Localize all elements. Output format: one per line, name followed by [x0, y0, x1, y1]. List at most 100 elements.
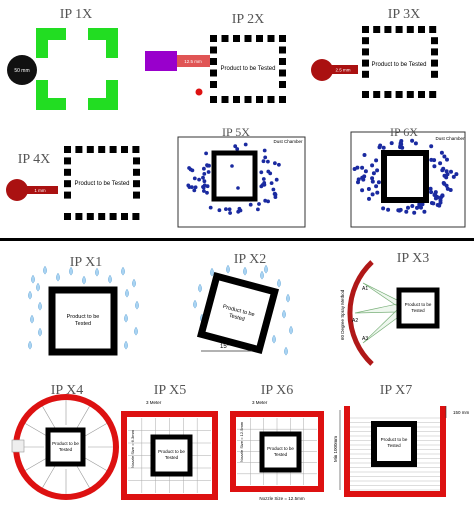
dust-particle	[381, 145, 386, 150]
water-drop	[276, 278, 282, 288]
enclosure-segment	[221, 96, 229, 103]
enclosure-segment	[133, 180, 140, 188]
ip6x-title: IP 6X	[390, 125, 418, 139]
ipx6-bottom-nozzle-label: Nozzle Size = 12.5mm	[259, 496, 304, 501]
ip5x-dust-particles	[186, 142, 281, 215]
ipx4-enclosure	[45, 427, 86, 467]
dust-particle	[360, 165, 365, 170]
dust-particle	[376, 180, 381, 185]
enclosure-segment	[431, 37, 438, 45]
dust-particle	[352, 167, 357, 171]
ip1x-panel: IP 1X 50 mm	[7, 7, 118, 110]
spray-line	[84, 457, 107, 471]
enclosure-segment	[384, 91, 392, 98]
water-drop	[107, 274, 113, 284]
water-drop	[209, 267, 215, 277]
enclosure-segment	[210, 69, 217, 77]
ipx3-spray-arc	[347, 260, 374, 366]
ipx5-panel: IP X5 3 Meter Nozzle Size = 6.3mm Produc…	[121, 383, 218, 500]
ip6x-dust-particles	[352, 138, 459, 215]
dust-particle	[205, 163, 209, 168]
dust-particle	[186, 183, 191, 188]
dust-particle	[202, 183, 207, 188]
dust-particle	[404, 209, 409, 214]
enclosure-segment	[406, 91, 414, 98]
enclosure-segment	[75, 146, 83, 153]
water-drop	[29, 314, 35, 324]
enclosure-segment	[98, 213, 106, 220]
ipx1-panel: IP X1 Product to be Tested	[27, 255, 140, 356]
ipx1-title: IP X1	[70, 255, 103, 270]
dust-particle	[187, 166, 192, 170]
dust-particle	[445, 157, 449, 162]
ip2x-dashed-enclosure	[210, 35, 286, 103]
spray-line	[25, 457, 48, 471]
dust-particle	[431, 201, 436, 206]
dust-particle	[202, 189, 206, 193]
dust-particle	[433, 192, 438, 196]
ipx6-nozzle-label: Nozzle Size = 12.5mm	[239, 421, 244, 462]
ipx5-distance-label: 3 Meter	[146, 400, 162, 405]
dust-particle	[243, 142, 248, 147]
enclosure-segment	[384, 26, 392, 33]
dust-particle	[192, 188, 197, 193]
dust-particle	[192, 176, 197, 181]
water-drop	[68, 266, 74, 276]
dust-particle	[269, 181, 274, 186]
dust-particle	[442, 154, 447, 159]
ip6x-enclosure	[381, 150, 429, 203]
enclosure-segment	[86, 213, 94, 220]
ipx7-panel: IP X7 Min 1000mm 150 mm Product to be Te…	[333, 383, 470, 497]
dust-particle	[454, 172, 459, 177]
spray-line	[42, 406, 56, 429]
spray-line	[25, 423, 48, 437]
ipx5-product-line1: Product to be	[158, 449, 185, 454]
dust-particle	[263, 155, 268, 160]
water-drop	[27, 340, 33, 350]
dust-particle	[235, 147, 240, 151]
ipx4-panel: IP X4 Product to be Tested	[11, 383, 119, 500]
enclosure-segment	[279, 81, 286, 88]
enclosure-segment	[132, 213, 140, 220]
dust-particle	[262, 181, 267, 185]
ipx4-product-line1: Product to be	[52, 441, 79, 446]
enclosure-segment	[256, 96, 263, 103]
ip2x-product-label: Product to be Tested	[221, 66, 276, 72]
enclosure-segment	[279, 96, 286, 103]
enclosure-segment	[64, 146, 71, 153]
ipx3-angle-a2: A2	[352, 318, 358, 324]
ipx4-title: IP X4	[51, 383, 84, 398]
ipx3-arc-label: 60 Degree Spray Method	[340, 289, 345, 340]
dust-particle	[438, 198, 443, 203]
enclosure-segment	[133, 191, 140, 199]
water-drop	[225, 264, 231, 274]
dust-particle	[263, 198, 268, 203]
dust-particle	[375, 168, 380, 173]
enclosure-segment	[75, 213, 83, 220]
enclosure-segment	[210, 58, 217, 65]
enclosure-segment	[109, 146, 117, 153]
ipx7-water-lines	[350, 417, 440, 491]
enclosure-segment	[233, 96, 240, 103]
enclosure-segment	[373, 91, 381, 98]
ipx3-spray-cones	[354, 282, 398, 344]
ip2x-title: IP 2X	[232, 12, 265, 27]
water-drop	[55, 272, 61, 282]
ipx3-product-line1: Product to be	[405, 302, 432, 307]
spray-line	[84, 423, 107, 437]
water-drop	[27, 290, 33, 300]
water-drop	[42, 265, 48, 275]
water-drop	[133, 326, 139, 336]
enclosure-segment	[279, 58, 286, 65]
water-drop	[263, 264, 269, 274]
ip3x-title: IP 3X	[388, 7, 421, 22]
ip1x-probe-label: 50 mm	[14, 68, 29, 74]
enclosure-segment	[86, 146, 94, 153]
ip4x-title: IP 4X	[18, 152, 51, 167]
dust-particle	[412, 210, 417, 215]
dust-particle	[374, 158, 379, 163]
ip4x-probe-knob	[6, 179, 28, 201]
enclosure-segment	[64, 180, 71, 188]
dust-particle	[266, 169, 271, 174]
